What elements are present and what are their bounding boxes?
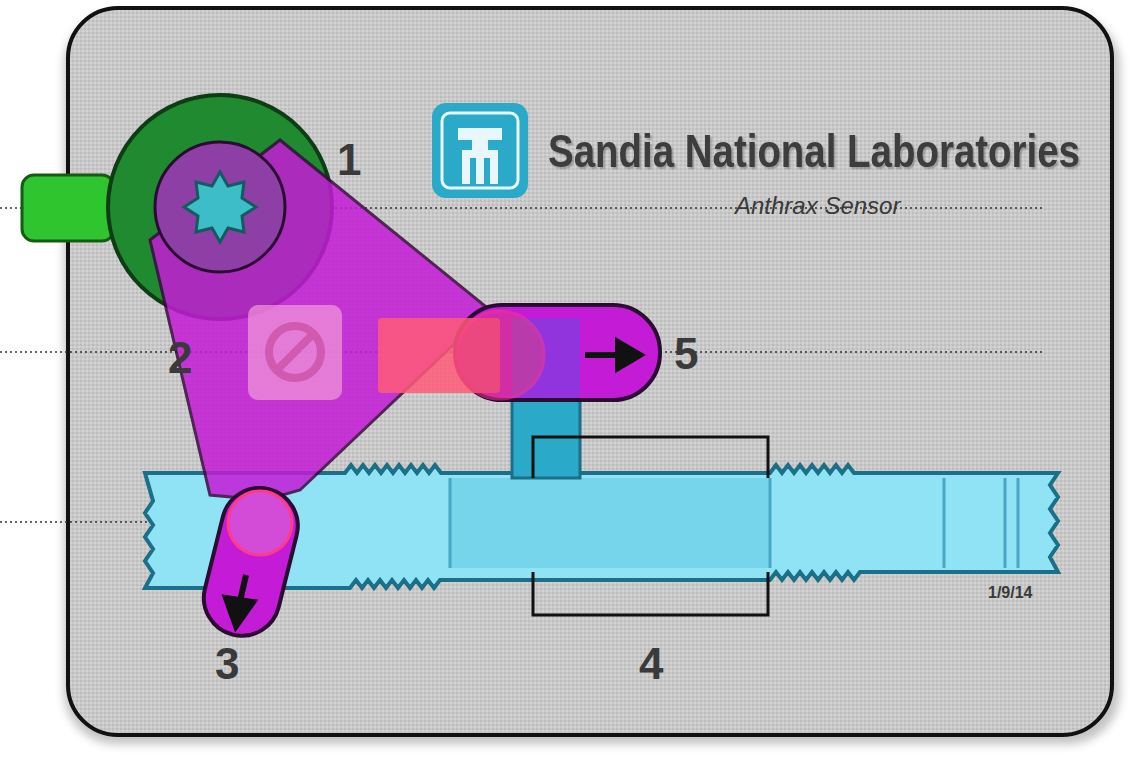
callout-number: 3	[215, 640, 239, 688]
callout-number: 4	[639, 640, 663, 688]
callout-number: 1	[337, 136, 361, 184]
date-label: 1/9/14	[988, 584, 1032, 602]
callout-number: 2	[168, 334, 192, 382]
callout-number: 5	[674, 330, 698, 378]
product-subtitle: Anthrax Sensor	[735, 193, 900, 219]
organization-title: Sandia National Laboratories	[548, 128, 1080, 174]
